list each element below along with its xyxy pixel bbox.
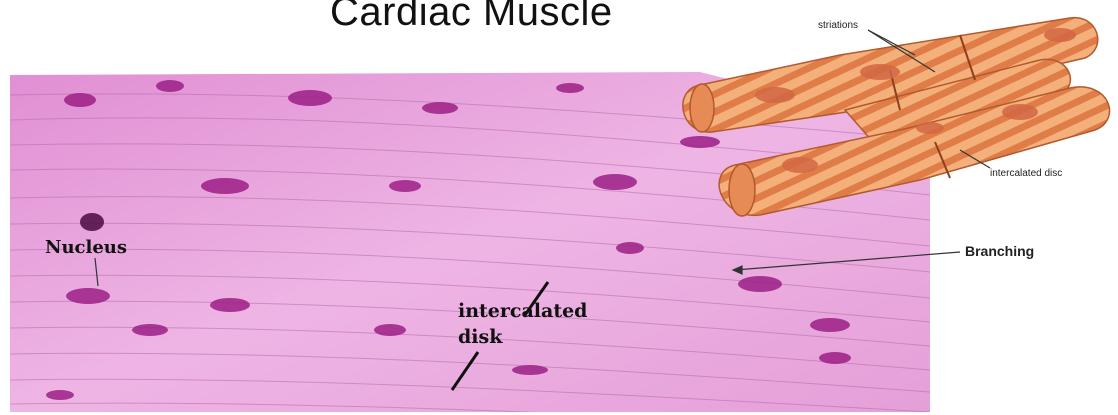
branching-label: Branching <box>965 243 1034 259</box>
intercalated-disc-label: intercalated disc <box>990 168 1062 179</box>
striations-label: striations <box>818 20 858 31</box>
diagram-title: Cardiac Muscle <box>330 0 613 35</box>
intercalated-disk-label-line1: intercalated <box>458 300 587 322</box>
intercalated-disk-label-line2: disk <box>458 326 502 348</box>
nucleus-label: Nucleus <box>45 237 127 258</box>
